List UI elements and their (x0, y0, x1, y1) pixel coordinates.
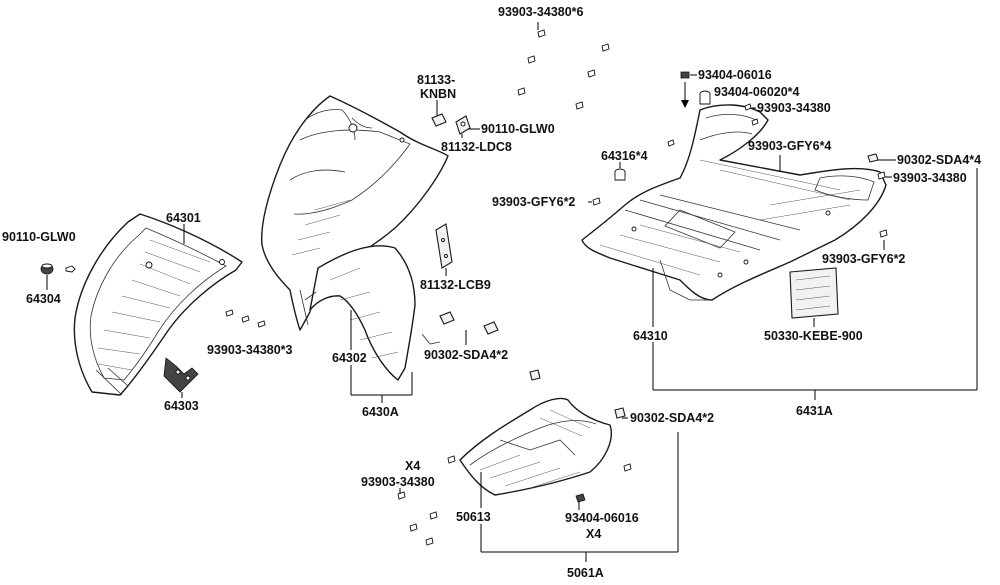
label-81132-lcb9: 81132-LCB9 (420, 278, 491, 292)
label-64316x4: 64316*4 (601, 149, 648, 163)
label-81132-ldc8: 81132-LDC8 (441, 140, 512, 154)
label-50613: 50613 (456, 510, 491, 524)
label-81133-line1: 81133- (417, 73, 455, 87)
part-64302-front-cover (260, 95, 449, 381)
label-5061a: 5061A (567, 566, 604, 580)
label-6431a: 6431A (796, 404, 833, 418)
part-64303-emblem (163, 357, 199, 393)
part-clip-left (65, 265, 76, 273)
label-90302-sda4x2-low: 90302-SDA4*2 (630, 411, 714, 425)
part-labels: 93903-34380*6 81133- KNBN 90110-GLW0 811… (2, 5, 981, 580)
part-50330-kebe-900-pad (789, 267, 839, 319)
part-64301-front-panel (73, 213, 243, 396)
label-50330-kebe-900: 50330-KEBE-900 (764, 329, 863, 343)
part-64310-floor-panel (581, 104, 887, 301)
leader-lines (46, 22, 978, 562)
label-x4-top: X4 (405, 459, 420, 473)
part-floor-fasteners (592, 71, 888, 238)
part-50613-lower-cover (459, 369, 626, 496)
label-90110-glw0-left: 90110-GLW0 (2, 230, 76, 244)
label-90302-sda4x2-mid: 90302-SDA4*2 (424, 348, 508, 362)
label-90110-glw0-top: 90110-GLW0 (481, 122, 555, 136)
label-93903-34380-low: 93903-34380 (361, 475, 435, 489)
label-x4-low: X4 (586, 527, 601, 541)
label-64304: 64304 (26, 292, 61, 306)
label-93903-gfy6x4: 93903-GFY6*4 (748, 139, 831, 153)
part-81133-knbn-clip (431, 113, 447, 127)
part-screws-93903-34380x6 (517, 29, 610, 110)
label-93404-06016-low: 93404-06016 (565, 511, 639, 525)
label-93903-34380x3: 93903-34380*3 (207, 343, 293, 357)
part-81132-lcb9-plate (435, 223, 453, 269)
part-screws-93903-34380x3 (225, 309, 266, 328)
part-64304-grommet (40, 263, 54, 275)
label-93903-34380-r2: 93903-34380 (893, 171, 967, 185)
label-93903-gfy6x2-left: 93903-GFY6*2 (492, 195, 575, 209)
part-90302-sda4-mid-clips (439, 311, 499, 335)
label-81133-line2: KNBN (420, 87, 456, 101)
part-64316-rubbers (614, 90, 711, 181)
label-64303: 64303 (164, 399, 199, 413)
label-64301: 64301 (166, 211, 201, 225)
part-81132-ldc8-clip (455, 115, 471, 135)
label-93903-34380-r1: 93903-34380 (757, 101, 831, 115)
label-6430a: 6430A (362, 405, 399, 419)
label-93903-34380x6: 93903-34380*6 (498, 5, 584, 19)
part-lower-screws (397, 455, 632, 546)
label-64310: 64310 (633, 329, 668, 343)
label-64302: 64302 (332, 351, 367, 365)
label-93404-06016-top: 93404-06016 (698, 68, 772, 82)
label-90302-sda4x4: 90302-SDA4*4 (897, 153, 981, 167)
label-93404-06020x4: 93404-06020*4 (714, 85, 800, 99)
label-93903-gfy6x2-right: 93903-GFY6*2 (822, 252, 905, 266)
